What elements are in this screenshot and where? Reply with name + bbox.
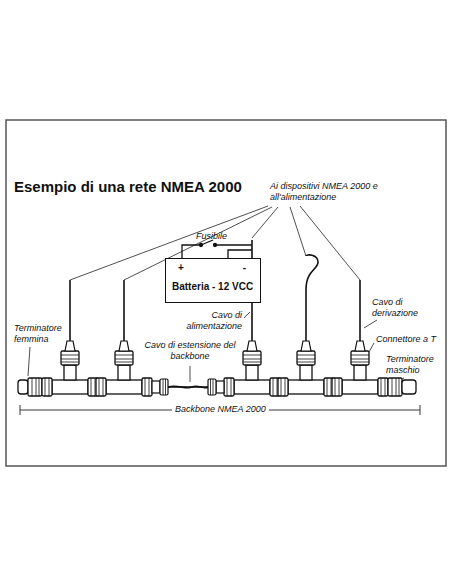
male-terminator bbox=[388, 378, 416, 396]
device-note: Ai dispositivi NMEA 2000 e all'alimentaz… bbox=[270, 181, 400, 203]
part-label: Cavo di alimentazione bbox=[180, 310, 242, 332]
part-label: Cavo di estensione del backbone bbox=[142, 340, 238, 362]
battery-box: + - Batteria - 12 VCC bbox=[165, 258, 261, 303]
part-label: Cavo di derivazione bbox=[372, 297, 434, 319]
drop-cables bbox=[70, 240, 360, 341]
part-label: Terminatore femmina bbox=[14, 323, 72, 345]
diagram-title: Esempio di una rete NMEA 2000 bbox=[14, 178, 242, 196]
terminal-sign: - bbox=[243, 262, 246, 274]
dimension-line bbox=[20, 405, 420, 415]
t-connector bbox=[278, 341, 334, 396]
female-terminator bbox=[18, 378, 42, 396]
terminal-sign: + bbox=[178, 262, 184, 274]
fuse-label: Fusibile bbox=[196, 231, 246, 242]
t-connector bbox=[332, 341, 388, 396]
extension-cable bbox=[152, 379, 224, 395]
t-connector bbox=[42, 341, 98, 396]
part-label: Connettore a T bbox=[376, 334, 442, 345]
frame bbox=[6, 120, 446, 466]
battery-label: Batteria - 12 VCC bbox=[172, 281, 253, 293]
dimension-label: Backbone NMEA 2000 bbox=[172, 404, 269, 415]
power-wiring bbox=[182, 240, 252, 258]
t-connector bbox=[96, 341, 152, 396]
part-label: Terminatore maschio bbox=[386, 354, 442, 376]
